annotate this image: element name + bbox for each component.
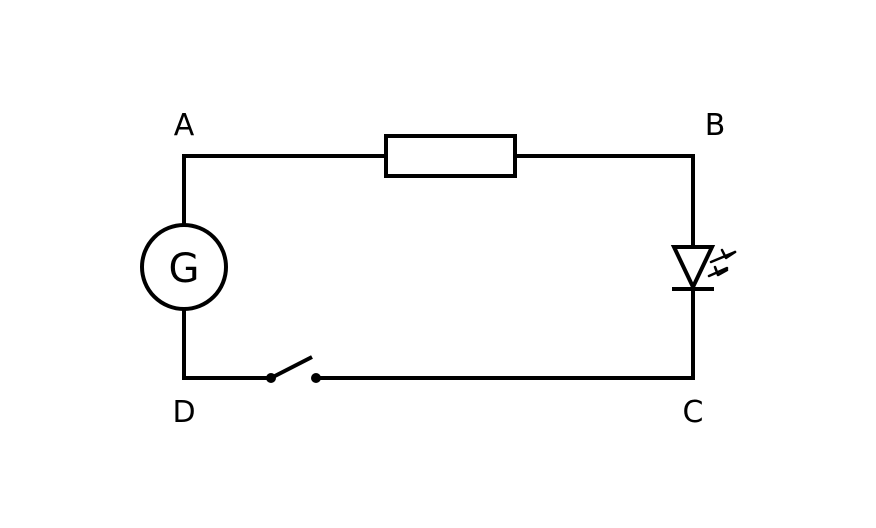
galvanometer-symbol: G xyxy=(169,246,200,292)
resistor-icon xyxy=(384,134,517,178)
node-label-c: C xyxy=(683,395,704,430)
switch-icon xyxy=(266,355,321,383)
node-label-b: B xyxy=(705,108,726,143)
switch-lever xyxy=(270,355,313,380)
led-emission-arrows-icon xyxy=(707,248,737,278)
node-label-a: A xyxy=(174,108,195,143)
led-icon xyxy=(670,245,737,292)
led-triangle xyxy=(670,245,716,292)
node-label-d: D xyxy=(172,395,195,430)
galvanometer-icon: G xyxy=(140,223,228,311)
